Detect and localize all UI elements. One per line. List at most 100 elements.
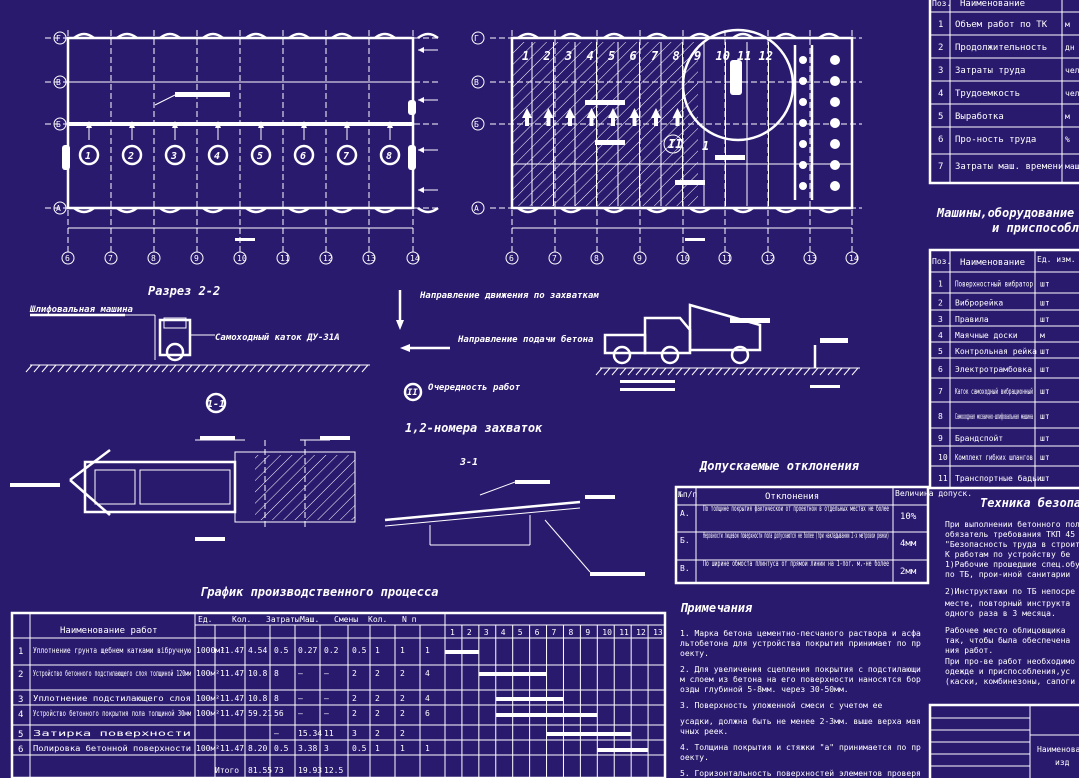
schedule-row-name: Устройство бетонного покрытия пола толщи… — [33, 708, 191, 718]
wall-bump — [560, 32, 582, 40]
schedule-cell: 100м² — [196, 709, 220, 718]
equip-row-unit: м — [1040, 331, 1045, 340]
equip-row-name: Маячные доски — [955, 331, 1018, 340]
ground-hatch — [105, 364, 113, 373]
equip-row-unit: шт — [1040, 299, 1050, 308]
zone-arrow-head — [86, 121, 92, 128]
schedule-row-name: Устройство бетонного подстилающего слоя … — [33, 668, 191, 678]
schedule-cell: 11.47 — [220, 744, 244, 753]
schedule-cell: 15.34 — [298, 729, 322, 738]
safety-line: так, чтобы была обеспечена — [945, 635, 1070, 645]
ground-hatch — [321, 364, 329, 373]
ground-hatch — [627, 367, 635, 376]
grid-col-bubble — [845, 251, 859, 265]
band-arrow-stem — [654, 118, 658, 126]
schedule-bar — [445, 650, 479, 654]
ground-hatch — [241, 364, 249, 373]
ground-hatch — [651, 367, 659, 376]
note-item: 4. Толщина покрытия и стяжки "а" принима… — [680, 743, 921, 762]
equip-row-name: Самоходная мозаично-шлифовальная машина — [955, 412, 1033, 421]
schedule-cell: 4 — [425, 669, 430, 678]
zone-number: 5 — [257, 151, 263, 162]
title-block: Наименование изд — [928, 703, 1079, 778]
schedule-cell: 3 — [352, 729, 357, 738]
band-arrow — [586, 108, 597, 118]
ground-hatch — [739, 367, 747, 376]
safety-line: "Безопасность труда в строит — [945, 540, 1079, 549]
schedule-day: 4 — [501, 628, 506, 637]
teh-row-num: 4 — [938, 89, 943, 99]
safety-line: При про-ве работ необходимо — [945, 656, 1075, 666]
wall-bump — [603, 206, 625, 214]
schedule-total-b: 73 — [274, 766, 284, 775]
ground-hatch — [297, 364, 305, 373]
grid-col-bubble — [362, 251, 376, 265]
grid-row-label: А — [56, 204, 61, 213]
grid-col-bubble — [61, 251, 75, 265]
teh-row-unit: чел дн — [1065, 89, 1079, 98]
wall-bump — [689, 32, 711, 40]
wall-bump — [775, 206, 797, 214]
zone-arrow-head — [215, 121, 221, 128]
wall-bump — [818, 206, 840, 214]
zone-arrow-head — [344, 121, 350, 128]
wall-bump — [374, 32, 396, 40]
tolerances: Допускаемые отклонения №п/п Отклонения В… — [674, 459, 972, 585]
grid-col-label: 13 — [807, 254, 817, 263]
grid-row-bubble — [53, 75, 67, 89]
ground-hatch — [57, 364, 65, 373]
grid-col-label: 14 — [410, 254, 420, 263]
schedule-cell: 2 — [400, 669, 405, 678]
ground-hatch — [353, 364, 361, 373]
ground-hatch — [819, 367, 827, 376]
schedule-cell: 8 — [274, 694, 279, 703]
equipment-dot — [830, 181, 840, 191]
wall-bump — [73, 206, 95, 214]
band-arrow-stem — [568, 118, 572, 126]
wall-bump — [775, 32, 797, 40]
equip-title-2: и приспособления — [992, 221, 1079, 235]
safety-line: одного раза в 3 месяца. — [945, 609, 1056, 618]
schedule-cell: 56 — [274, 709, 284, 718]
equip-row-name: Электротрамбовка — [955, 364, 1032, 374]
band-arrow — [651, 108, 661, 118]
schedule-row-num: 6 — [18, 745, 23, 755]
grid-row-label: В — [474, 78, 479, 87]
equip-row-name: Контрольная рейка — [955, 347, 1037, 356]
schedule-cell: 8 — [274, 669, 279, 678]
node3-label: 3-1 — [459, 457, 478, 468]
ground-hatch — [811, 367, 819, 376]
schedule-cell: 11.47 — [220, 669, 244, 678]
schedule-cell: 10.8 — [248, 669, 267, 678]
schedule-bar — [546, 732, 632, 736]
band-number: 1 — [522, 49, 529, 63]
teh-row-name: Затраты труда — [955, 66, 1025, 76]
equip-h3: Ед. изм. — [1037, 255, 1076, 264]
schedule-header-mark: N п — [402, 615, 417, 624]
grid-col-label: 8 — [151, 254, 156, 263]
tol-h1: №п/п — [677, 490, 697, 499]
ground-hatch — [65, 364, 73, 373]
schedule-cell: 2 — [352, 709, 357, 718]
band-arrow — [522, 108, 532, 118]
schedule-cell: 100м² — [196, 744, 220, 753]
tol-row-text: По ширине обмоста плинтуса от прямой лин… — [703, 558, 889, 568]
ground-hatch — [209, 364, 217, 373]
wall-bump — [288, 32, 310, 40]
schedule-header-name: Наименование работ — [60, 625, 158, 636]
equip-row-unit: шт — [1040, 412, 1050, 421]
zone-circle — [250, 144, 272, 166]
band-arrow — [672, 108, 683, 118]
safety-line: К работам по устройству бе — [945, 549, 1070, 559]
ground-hatch — [851, 367, 859, 376]
ground-hatch — [635, 367, 643, 376]
equip-row-unit: шт — [1040, 474, 1050, 483]
grid-row-label: Г — [474, 34, 479, 43]
band-arrow-stem — [632, 118, 637, 126]
schedule-cell: 11.47 — [220, 694, 244, 703]
grid-row-bubble — [471, 75, 485, 89]
note-item: 3. Поверхность уложенной смеси с учетом … — [680, 701, 882, 710]
grid-col-bubble — [319, 251, 333, 265]
